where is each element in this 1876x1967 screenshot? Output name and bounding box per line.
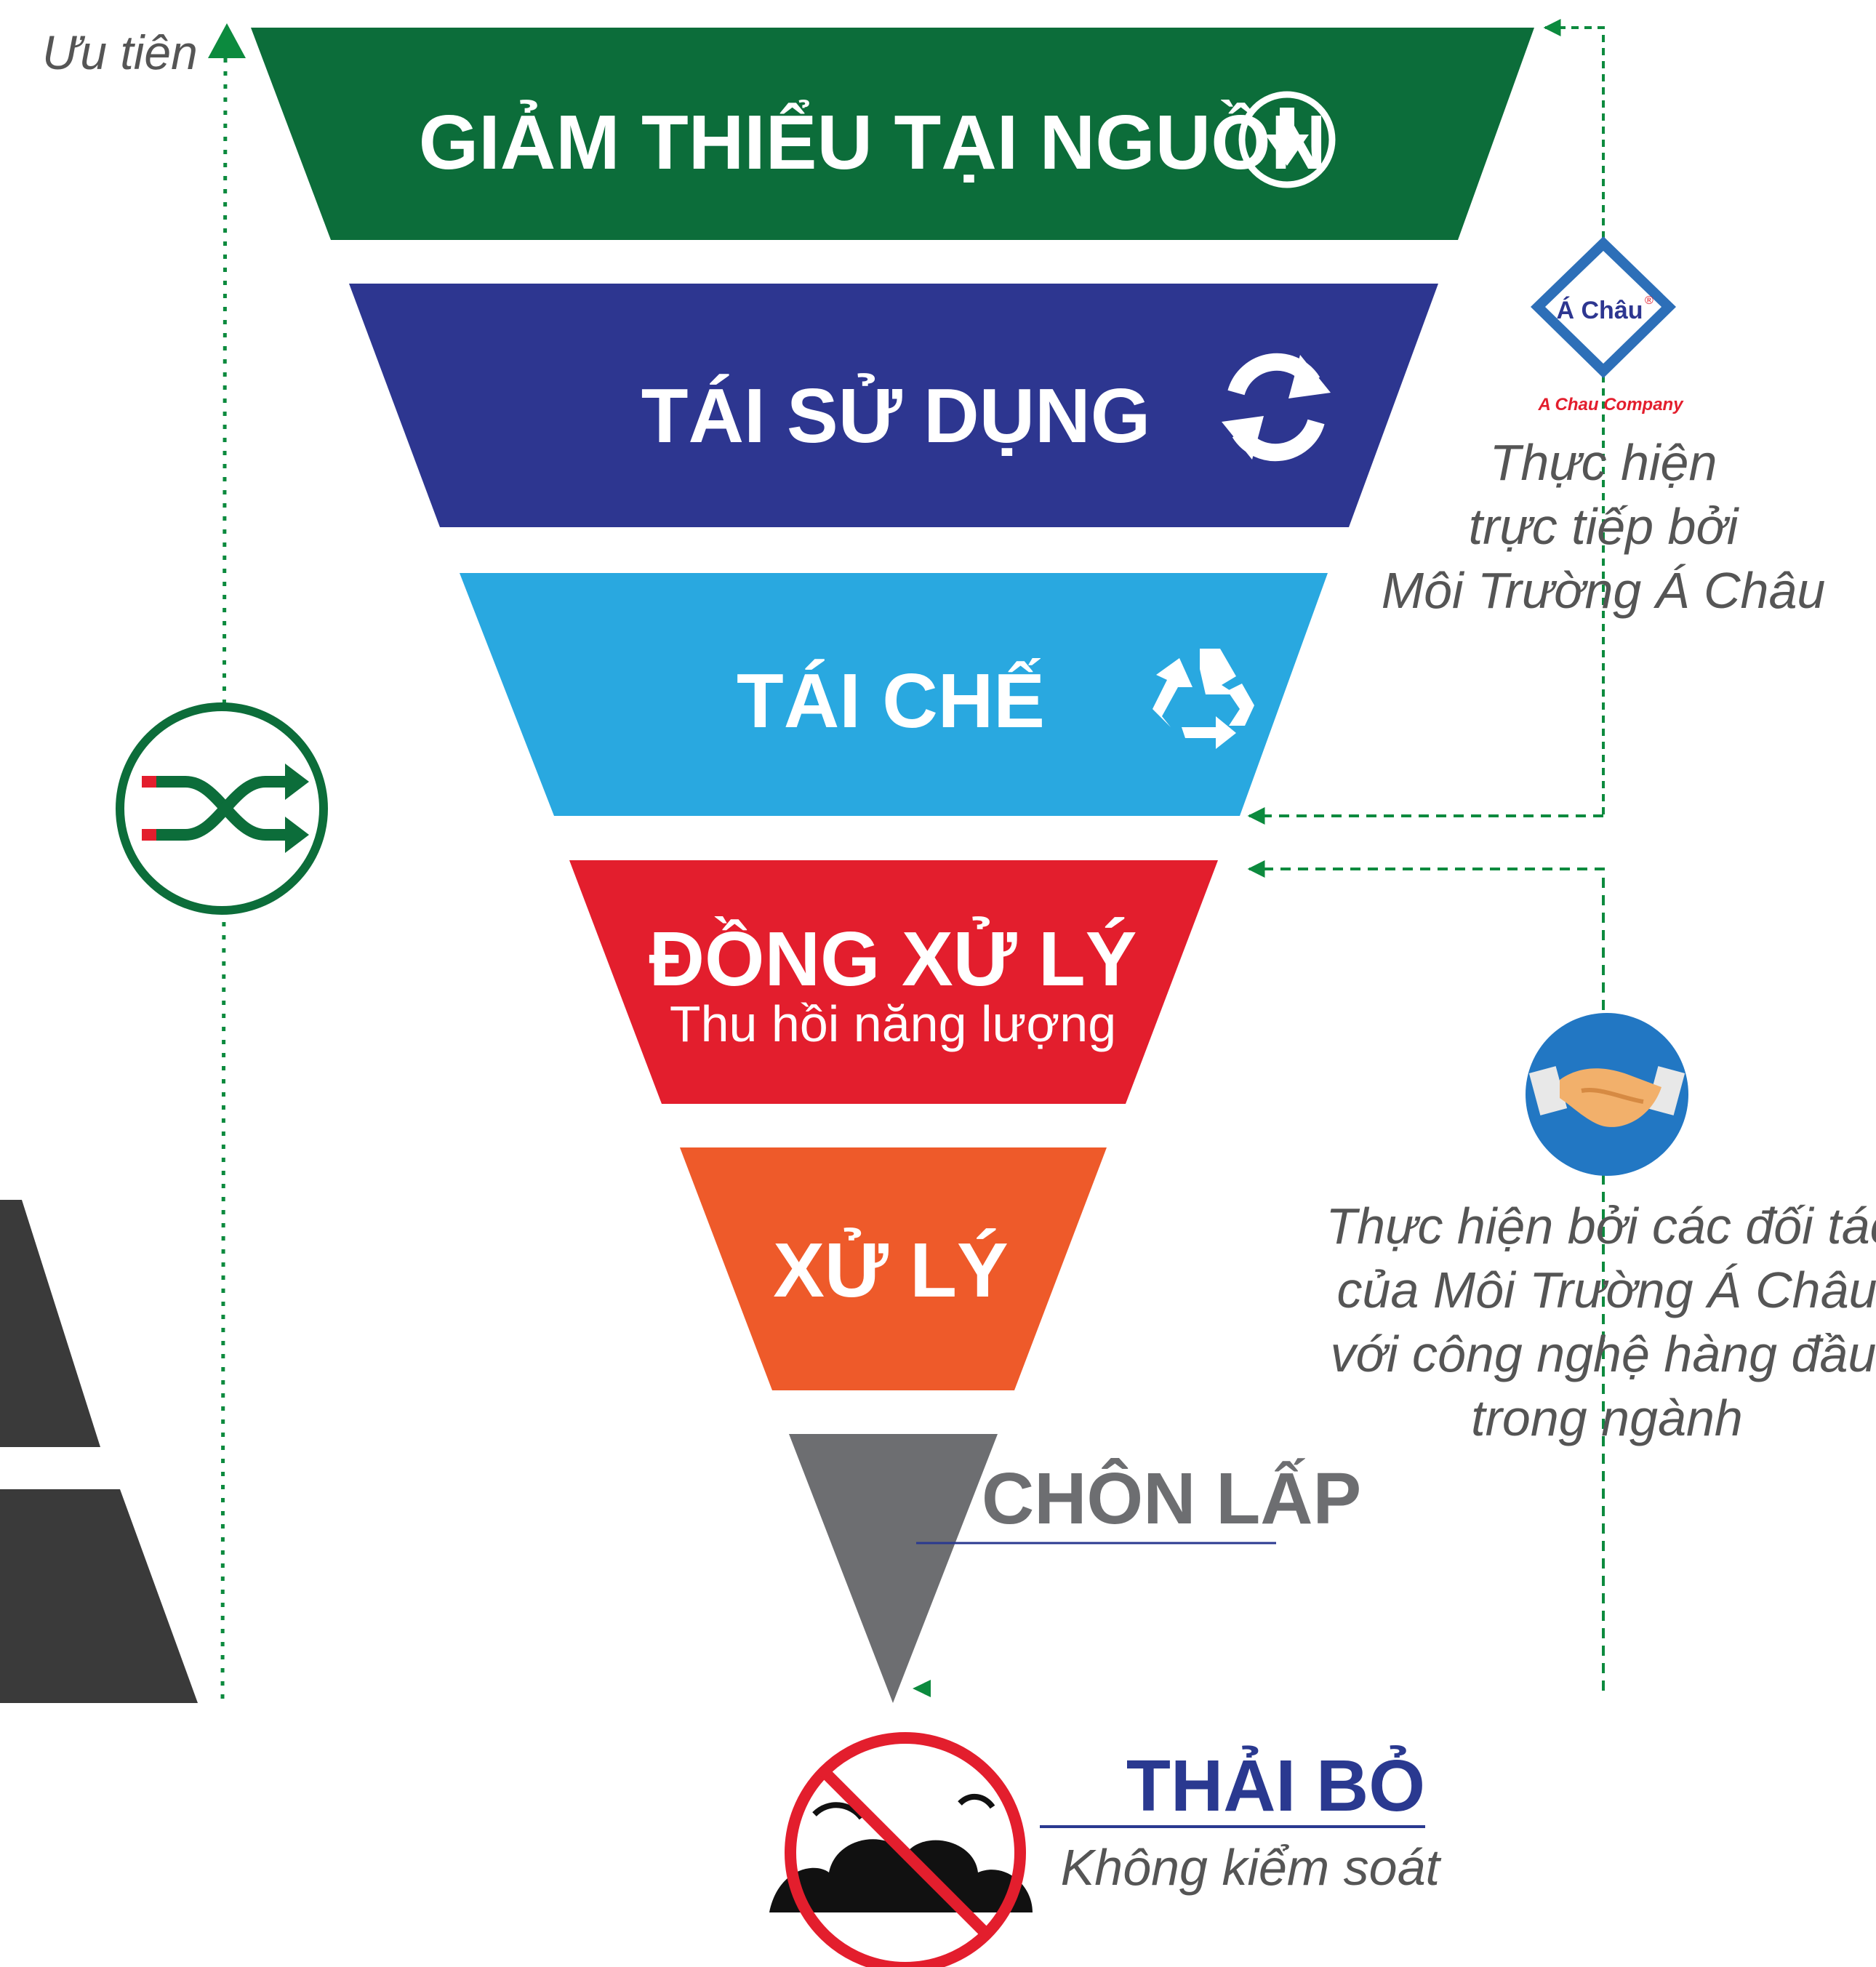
tier-dong-xu-ly (569, 860, 1218, 1104)
priority-label: Ưu tiên (42, 25, 198, 79)
connector-partners (1247, 860, 1605, 1691)
discard-label: THẢI BỎ (1126, 1744, 1425, 1827)
priority-arrow-up-icon (208, 23, 246, 58)
arrow-down-circle-icon (1238, 91, 1336, 188)
discard-sublabel: Không kiểm soát (1061, 1839, 1442, 1896)
reuse-arrows-icon (1222, 353, 1331, 462)
tier-tai-che-label: TÁI CHẾ (737, 658, 1045, 744)
company-logo-caption: A Chau Company (1537, 395, 1684, 414)
tier-tai-su-dung (349, 284, 1438, 527)
company-note-line-2: trực tiếp bởi (1469, 498, 1740, 555)
tier-dong-xu-ly-sublabel: Thu hồi năng lượng (670, 995, 1116, 1052)
company-logo: Á Châu ® (1531, 236, 1676, 378)
tier-dong-xu-ly-label: ĐỒNG XỬ LÝ (649, 916, 1137, 1002)
connector-company (1543, 19, 1605, 814)
partners-note-line-1: Thực hiện bởi các đối tác (1326, 1198, 1876, 1254)
shuffle-icon (116, 702, 328, 915)
tier-chon-lap-label: CHÔN LẤP (982, 1457, 1361, 1539)
company-logo-mark: ® (1645, 295, 1653, 307)
tier-xu-ly-label: XỬ LÝ (773, 1227, 1009, 1313)
no-burning-icon (769, 1732, 1033, 1967)
company-logo-text: Á Châu (1557, 297, 1643, 324)
company-note-line-3: Môi Trường Á Châu (1382, 562, 1826, 619)
tier-chon-lap (789, 1434, 998, 1703)
left-pyramid-fragment-top (0, 1200, 100, 1447)
tier-giam-thieu-label: GIẢM THIỂU TẠI NGUỒN (419, 99, 1326, 185)
handshake-icon (1526, 1013, 1688, 1176)
tier-tai-che (460, 573, 1328, 816)
recycle-icon (1153, 649, 1254, 749)
tier-tai-su-dung-label: TÁI SỬ DỤNG (641, 373, 1150, 459)
partners-note-line-4: trong ngành (1471, 1390, 1743, 1446)
chon-lap-arrow-icon (913, 1680, 931, 1697)
partners-note-line-2: của Môi Trường Á Châu (1337, 1262, 1876, 1318)
company-note-line-1: Thực hiện (1490, 434, 1717, 491)
tier-xu-ly (680, 1147, 1107, 1390)
tier-giam-thieu (251, 28, 1534, 240)
left-pyramid-fragment-bottom (0, 1489, 198, 1703)
partners-note-line-3: với công nghệ hàng đầu (1331, 1326, 1876, 1382)
